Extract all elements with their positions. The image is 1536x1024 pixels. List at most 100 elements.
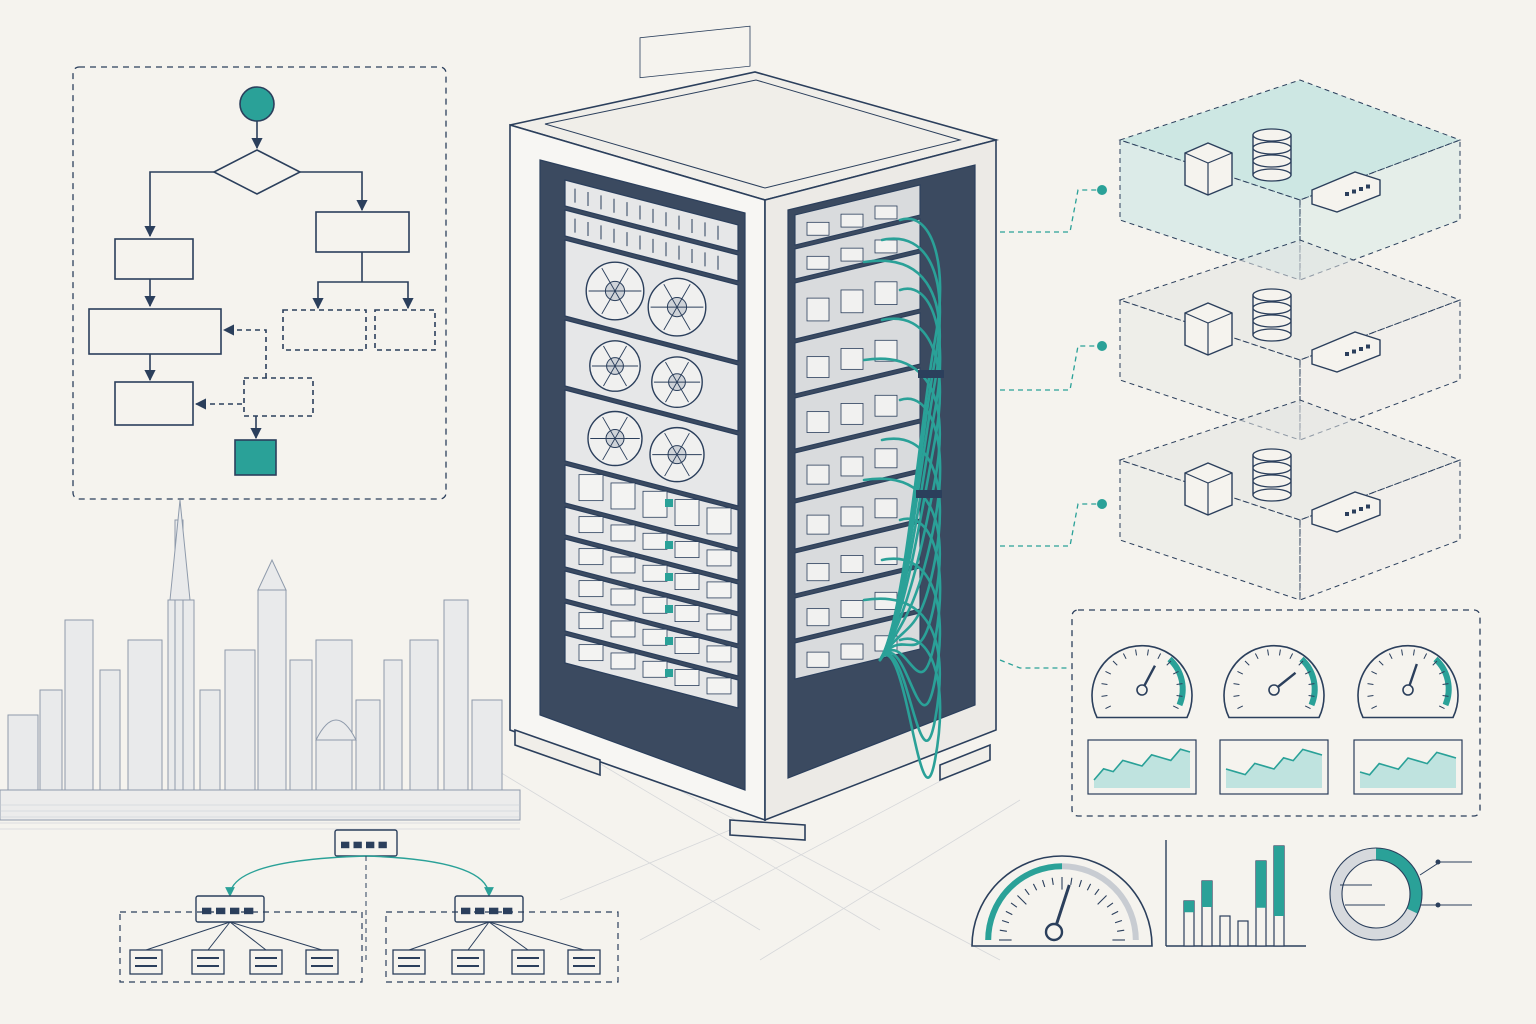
large-gauge-tick [999, 929, 1007, 932]
database-disk [1252, 448, 1292, 462]
donut-callout-dot [1435, 859, 1441, 865]
database-disk [1252, 474, 1292, 488]
gauge-dashboard [1087, 644, 1463, 795]
drive-bay [610, 556, 636, 574]
gauge-hub [1268, 684, 1280, 696]
leaf-link [207, 921, 231, 951]
gauge-accent-arc [1299, 656, 1318, 707]
network-port [840, 643, 864, 660]
flow-optional-b [374, 309, 436, 351]
port-icon [489, 907, 499, 915]
fan-blade [664, 454, 678, 477]
gauge-tick [1442, 683, 1449, 686]
donut-chart [1329, 847, 1472, 941]
gauge-icon [1223, 644, 1325, 719]
server-box-port [1345, 512, 1349, 516]
bar-accent [1274, 846, 1284, 916]
cable [862, 597, 942, 742]
drive-bay [578, 580, 604, 598]
sparkline-frame [1219, 739, 1329, 795]
server-box-port [1359, 187, 1363, 191]
gauge-tick [1438, 670, 1445, 675]
network-port [874, 394, 898, 417]
network-port [840, 348, 864, 370]
large-gauge-hub [1044, 922, 1064, 942]
fan-blade [614, 438, 628, 461]
skyline-tower [355, 699, 381, 801]
cable [862, 477, 942, 662]
network-port [840, 555, 864, 573]
large-gauge-tick [1111, 910, 1119, 916]
drive-bay [706, 645, 732, 663]
drive-bay [642, 490, 668, 518]
gauge-tick [1304, 670, 1311, 675]
database-disk [1252, 168, 1292, 182]
gauge-tick [1233, 683, 1240, 686]
gauge-tick [1438, 705, 1445, 710]
gauge-tick [1412, 649, 1415, 656]
large-gauge-tick [1042, 879, 1046, 888]
server-box-port [1366, 344, 1370, 349]
drive-bay [610, 652, 636, 670]
skyline-tower [257, 589, 287, 801]
gauge-tick [1176, 683, 1183, 686]
drive-bay [610, 620, 636, 638]
network-port [874, 339, 898, 362]
flow-end-node [234, 439, 277, 476]
drive-bay [706, 507, 732, 535]
server-box-port [1352, 349, 1356, 354]
drive-bay [674, 637, 700, 654]
gauge-tick [1308, 694, 1315, 697]
flowchart-panel [72, 66, 447, 500]
layer-side [1119, 299, 1301, 441]
flow-optional-a [282, 309, 367, 351]
fan-blade [614, 290, 629, 315]
network-port [874, 448, 898, 469]
gauge-tick [1233, 694, 1240, 697]
gauge-tick [1289, 653, 1294, 660]
donut-outline [1329, 847, 1423, 941]
gauge-tick [1432, 660, 1438, 666]
leaf-link [145, 921, 231, 951]
leaf-server-icon [305, 949, 339, 975]
flow-process-b [315, 211, 410, 253]
large-gauge-tick [1106, 902, 1114, 908]
database-disk [1252, 288, 1292, 302]
cable [878, 287, 942, 662]
network-topology [119, 829, 619, 983]
layer-side [1119, 459, 1301, 601]
skyline-tower [127, 639, 163, 801]
leaf-server-icon [511, 949, 545, 975]
gauge-tick [1298, 660, 1304, 666]
donut-callout-dot [1435, 902, 1441, 908]
cable [878, 437, 942, 662]
sparkline-frame [1353, 739, 1463, 795]
gauge-tick [1308, 683, 1315, 686]
network-port [840, 600, 864, 618]
gauge-tick [1367, 683, 1374, 686]
skyline-tower [39, 689, 63, 801]
status-led [665, 669, 673, 677]
drive-bay [674, 573, 700, 590]
donut-segment [1375, 848, 1422, 914]
layer-side [1299, 139, 1461, 281]
skyline-spire [257, 558, 287, 591]
skyline-tower [383, 659, 403, 801]
network-port [806, 356, 830, 378]
port-icon [341, 841, 350, 849]
gauge-tick [1442, 694, 1449, 697]
gauge-tick [1237, 670, 1244, 675]
fan-blade [676, 284, 691, 308]
drive-bay [578, 644, 604, 662]
drive-bay [578, 474, 604, 502]
fan-blade [664, 432, 678, 455]
sparkline-fill [1360, 752, 1456, 788]
layer-side [1299, 459, 1461, 601]
flow-start-node [239, 86, 275, 122]
uplink-line [365, 855, 494, 897]
leaf-server-icon [249, 949, 283, 975]
large-gauge-tick [1032, 883, 1038, 891]
large-gauge-tick [1097, 895, 1107, 905]
network-port [874, 239, 898, 254]
sparkline [1359, 751, 1457, 776]
